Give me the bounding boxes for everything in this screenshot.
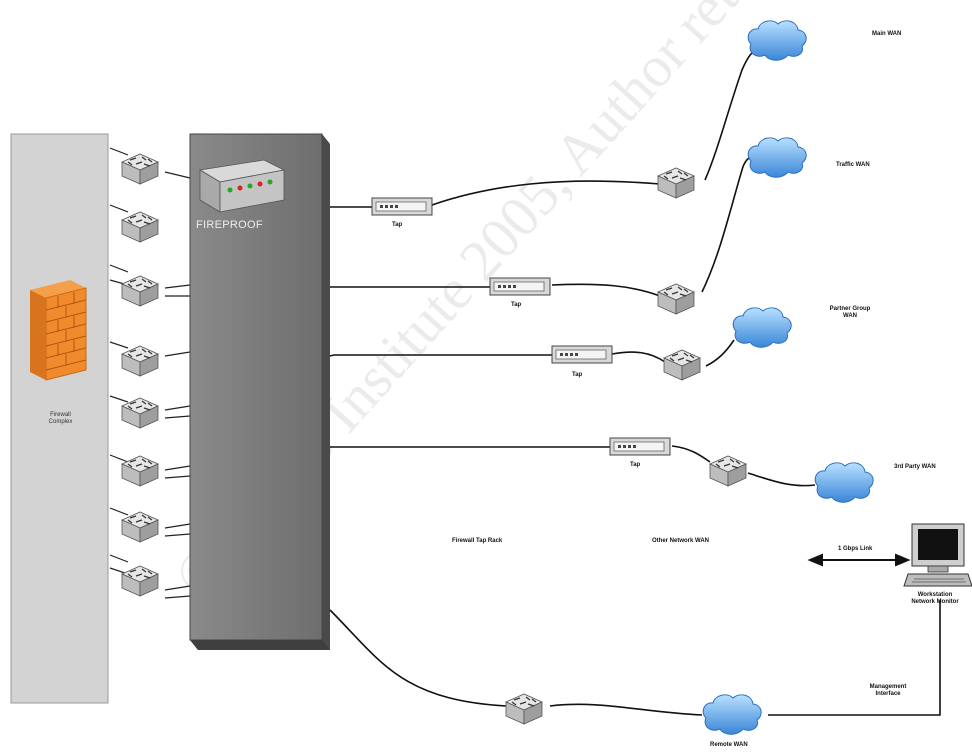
third-party-wan-label: 3rd Party WAN — [894, 464, 936, 470]
cloud-icon — [747, 137, 807, 178]
gige-link-arrow — [807, 553, 911, 567]
switch-icon — [121, 455, 159, 487]
cloud-icon — [702, 694, 762, 735]
switch-icon — [657, 283, 695, 315]
workstation-icon — [903, 523, 972, 587]
switch-icon — [121, 345, 159, 377]
cloud-icon — [814, 462, 874, 503]
switch-icon — [121, 565, 159, 597]
switch-icon — [121, 153, 159, 185]
workstation-label: Workstation Network Monitor — [911, 592, 959, 605]
firewall-complex-panel — [10, 133, 109, 704]
firewall-complex-label: Firewall Complex — [48, 412, 73, 425]
firewall-icon — [30, 280, 87, 381]
fireproof-chassis — [189, 133, 330, 650]
tap-label: Tap — [392, 222, 403, 228]
tap-device — [609, 437, 671, 456]
cloud-icon — [732, 307, 792, 348]
tap-links — [329, 47, 941, 716]
fireproof-device-icon — [198, 159, 286, 213]
firewall-tap-rack-label: Firewall Tap Rack — [452, 538, 503, 544]
fireproof-brand-label: FIREPROOF — [196, 219, 263, 231]
switch-icon — [663, 349, 701, 381]
tap-label: Tap — [572, 372, 583, 378]
left-switch-links — [109, 147, 191, 599]
switch-icon — [709, 455, 747, 487]
tap-device — [489, 277, 551, 296]
switch-icon — [505, 693, 543, 725]
remote-wan-label: Remote WAN — [710, 742, 748, 748]
switch-icon — [657, 167, 695, 199]
main-wan-label: Main WAN — [872, 31, 902, 37]
management-interface-label: Management Interface — [869, 684, 907, 697]
tap-label: Tap — [511, 302, 522, 308]
other-network-label: Other Network WAN — [652, 538, 710, 544]
switch-icon — [121, 275, 159, 307]
switch-icon — [121, 397, 159, 429]
cloud-icon — [747, 20, 807, 61]
traffic-wan-label: Traffic WAN — [836, 162, 870, 168]
tap-label: Tap — [630, 462, 641, 468]
partner-wan-label: Partner Group WAN — [829, 306, 871, 319]
switch-icon — [121, 511, 159, 543]
gige-link-label: 1 Gbps Link — [838, 546, 873, 552]
tap-device — [551, 345, 613, 364]
switch-icon — [121, 211, 159, 243]
tap-device — [371, 197, 433, 216]
